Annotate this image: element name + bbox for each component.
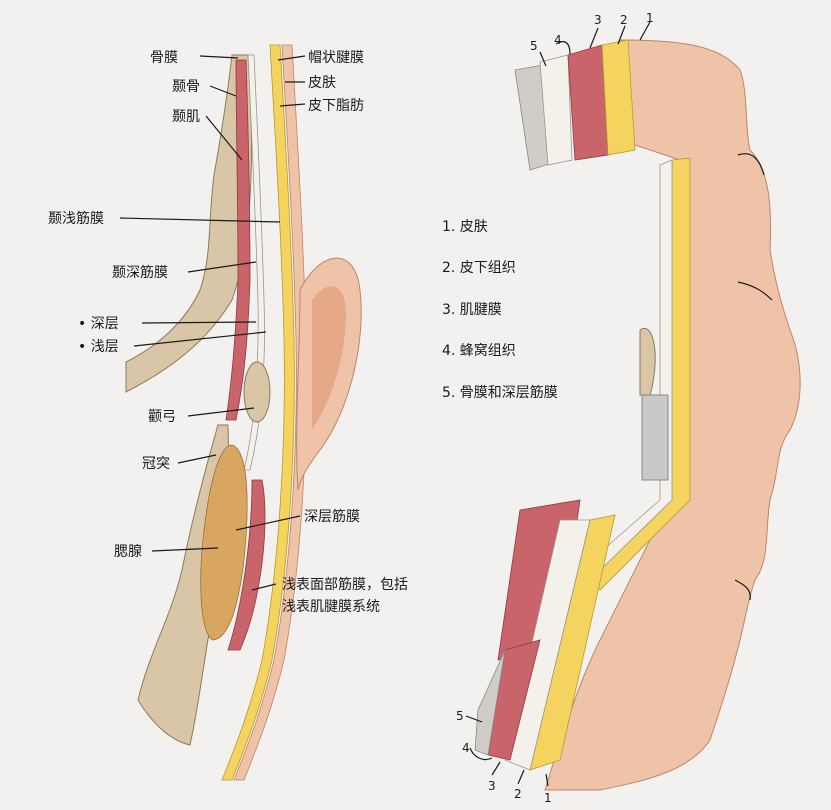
eye-upper-mark (737, 153, 765, 176)
label-superficial-layer: • 浅层 (78, 339, 119, 355)
bottom-number-3: 3 (488, 779, 496, 793)
lip-mark (734, 579, 751, 601)
mid-gray-layer (641, 394, 669, 481)
bottom-number-2: 2 (514, 787, 522, 801)
label-zygomatic-arch: 颧弓 (148, 409, 176, 425)
top-number-1: 1 (646, 11, 654, 25)
top-number-2: 2 (620, 13, 628, 27)
legend-item-2: 2. 皮下组织 (442, 260, 516, 276)
legend-item-5: 5. 骨膜和深层筋膜 (442, 384, 558, 401)
left-labels: 骨膜 帽状腱膜 颞骨 皮肤 颞肌 皮下脂肪 颞浅筋膜 颞深筋膜 • 深层 • 浅… (48, 50, 408, 615)
top-number-5: 5 (530, 39, 538, 53)
bottom-number-1: 1 (544, 791, 552, 805)
ear-inner-shape (312, 286, 347, 430)
label-parotid: 腮腺 (114, 544, 142, 560)
right-leader-lines (465, 21, 651, 787)
layer-numbers-bottom: 5 4 3 2 1 (456, 709, 552, 805)
label-deep-temporal-fascia: 颞深筋膜 (112, 264, 168, 281)
zygomatic-arch-shape (243, 361, 271, 423)
label-temporalis: 颞肌 (172, 109, 200, 125)
legend-item-1: 1. 皮肤 (442, 219, 488, 235)
left-leader-lines (119, 55, 306, 591)
label-subcutaneous-fat: 皮下脂肪 (308, 98, 364, 114)
label-deep-fascia: 深层筋膜 (304, 508, 360, 525)
label-smas-line1: 浅表面部筋膜，包括 (282, 576, 408, 593)
legend: 1. 皮肤 2. 皮下组织 3. 肌腱膜 4. 蜂窝组织 5. 骨膜和深层筋膜 (442, 219, 558, 401)
temporalis-muscle-shape (225, 59, 251, 421)
label-temporal-bone: 颞骨 (172, 79, 200, 95)
mid-bone-layer (639, 327, 656, 396)
top-number-3: 3 (594, 13, 602, 27)
masseter-shape (227, 479, 266, 651)
bottom-number-4: 4 (462, 741, 470, 755)
subcutaneous-fat-band (221, 44, 295, 781)
label-deep-layer: • 深层 (78, 316, 119, 332)
top-cellular-layer (539, 54, 573, 166)
label-smas-line2: 浅表肌腱膜系统 (282, 599, 380, 615)
eye-lower-mark (737, 281, 773, 301)
left-cross-section (125, 44, 362, 781)
low-periosteum (474, 649, 506, 756)
legend-item-3: 3. 肌腱膜 (442, 302, 502, 318)
layer-numbers-top: 5 4 3 2 1 (530, 11, 654, 53)
label-coronoid-process: 冠突 (142, 456, 170, 472)
top-muscle-layer (567, 44, 609, 161)
top-number-4: 4 (554, 33, 562, 47)
label-periosteum: 骨膜 (150, 50, 178, 66)
temporal-bone-shape (125, 54, 252, 393)
legend-item-4: 4. 蜂窝组织 (442, 342, 516, 359)
parotid-gland-shape (200, 444, 248, 641)
label-skin: 皮肤 (308, 75, 336, 91)
bottom-number-5: 5 (456, 709, 464, 723)
label-superficial-temporal-fascia: 颞浅筋膜 (48, 210, 104, 227)
label-galea: 帽状腱膜 (308, 50, 364, 66)
right-face-section (474, 39, 801, 791)
